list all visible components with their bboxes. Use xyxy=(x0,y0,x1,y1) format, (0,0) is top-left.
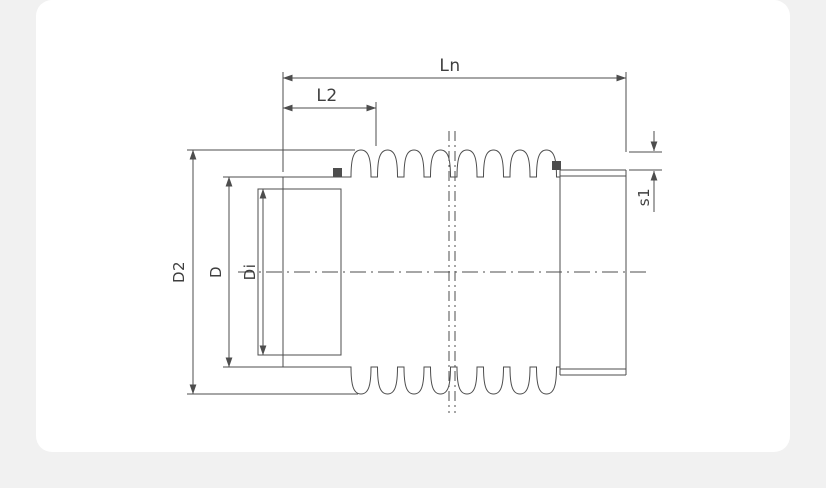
dim-overall-length-extension-lines xyxy=(282,72,627,172)
label-overall-length: Ln xyxy=(439,56,460,76)
centerline-vertical xyxy=(448,131,456,413)
bellows-top-profile xyxy=(348,149,560,178)
dim-pipe-outer-diameter xyxy=(223,176,284,368)
dim-wall-thickness-extension-lines xyxy=(629,151,662,171)
bellows-expansion-joint-drawing xyxy=(187,72,662,413)
card-background xyxy=(36,0,790,452)
weld-bead-left xyxy=(333,168,342,177)
dim-bellows-outer-diameter xyxy=(187,149,358,395)
label-pipe-outer-diameter: D xyxy=(207,266,225,278)
dim-wall-thickness xyxy=(629,131,662,212)
dimension-labels: Ln L2 D2 D Di s1 xyxy=(170,56,653,283)
dim-bellows-od-extension-lines xyxy=(187,149,358,395)
weld-bead-right xyxy=(552,161,561,170)
dim-pipe-od-extension-lines xyxy=(223,176,284,368)
left-collar xyxy=(257,188,342,356)
right-pipe-outline xyxy=(559,169,627,376)
label-wall-thickness: s1 xyxy=(635,188,653,206)
label-end-length: L2 xyxy=(316,86,337,106)
bellows-bottom-profile xyxy=(348,366,560,395)
label-inner-diameter: Di xyxy=(241,264,259,281)
label-bellows-outer-diameter: D2 xyxy=(170,261,188,283)
dim-overall-length xyxy=(282,72,627,172)
dim-end-length xyxy=(282,102,377,146)
